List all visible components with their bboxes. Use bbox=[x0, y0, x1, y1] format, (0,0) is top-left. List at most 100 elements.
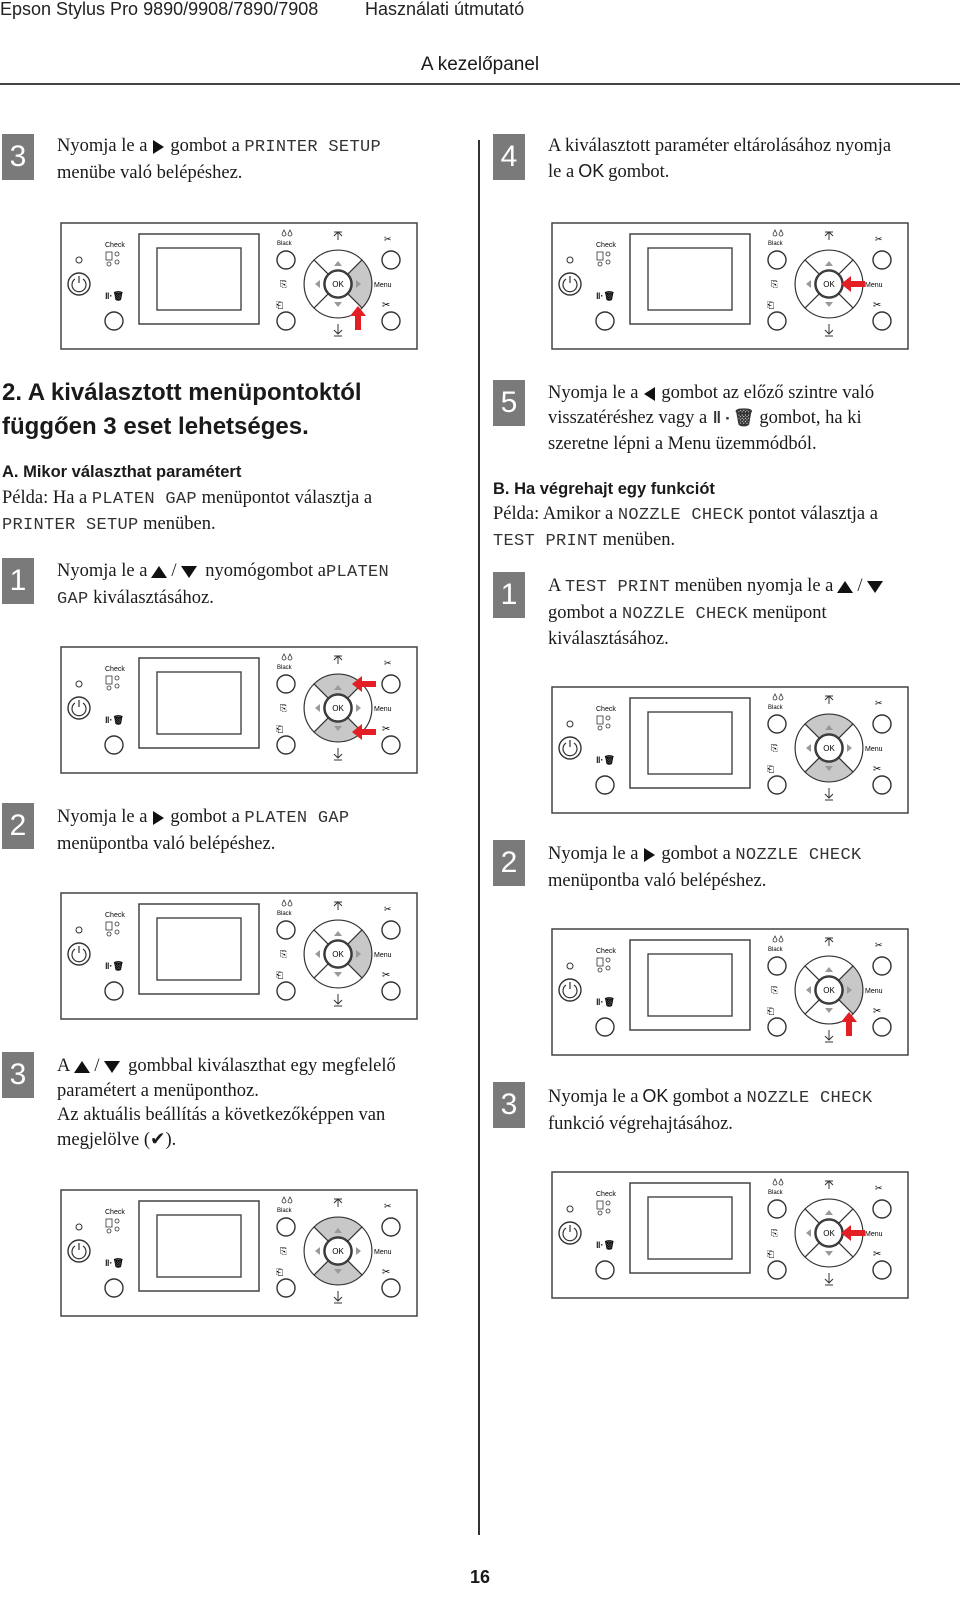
ink-drop-icon bbox=[772, 1178, 784, 1186]
pause-button bbox=[104, 735, 124, 755]
paper-source-icon: ⎘ bbox=[771, 279, 778, 289]
control-panel-figure: Check ǁ·🗑 Black ⎘ ⎗ OK Menu ✂ ✂ bbox=[60, 892, 418, 1020]
pause-reset-icon: ǁ·🗑 bbox=[105, 291, 124, 302]
arrow-up-icon bbox=[333, 1198, 343, 1207]
ink-switch-button bbox=[276, 250, 296, 270]
ink-drop-icon bbox=[281, 653, 293, 661]
paper-feed-icon: ⎗ bbox=[767, 1006, 774, 1016]
arrow-up-icon bbox=[824, 937, 834, 946]
paper-button bbox=[276, 1278, 296, 1298]
check-label: Check bbox=[596, 242, 616, 249]
arrow-right-icon bbox=[644, 847, 656, 862]
highlight-arrow-icon bbox=[841, 1012, 857, 1036]
control-panel-figure: Check ǁ·🗑 Black ⎘ ⎗ OK Menu ✂ ✂ bbox=[60, 1189, 418, 1317]
section-title: A kezelőpanel bbox=[420, 54, 540, 75]
lcd-screen bbox=[647, 711, 733, 775]
step-a1-text: Nyomja le a/ nyomógombot aPLATEN GAP kiv… bbox=[57, 561, 389, 609]
arrow-up-icon bbox=[333, 901, 343, 910]
step-badge-b3: 3 bbox=[493, 1082, 525, 1128]
heading-2: 2. A kiválasztott menüpontoktól függően … bbox=[2, 379, 362, 440]
step-badge-5: 5 bbox=[493, 380, 525, 426]
example-b: Példa: Amikor a NOZZLE CHECK pontot vála… bbox=[493, 504, 878, 551]
cut-button bbox=[381, 735, 401, 755]
arrow-up-icon bbox=[151, 565, 168, 578]
ok-label: OK bbox=[823, 280, 835, 289]
cut-button bbox=[872, 1260, 892, 1280]
paper-source-icon: ⎘ bbox=[280, 949, 287, 959]
ok-label: OK bbox=[332, 280, 344, 289]
step-badge-a1: 1 bbox=[2, 558, 34, 604]
arrow-up-icon bbox=[333, 655, 343, 664]
cut-light-button bbox=[381, 920, 401, 940]
paper-button bbox=[276, 735, 296, 755]
cut-light-button bbox=[872, 956, 892, 976]
scissors-icon: ✂ bbox=[873, 1249, 881, 1260]
arrow-down-icon bbox=[333, 1291, 343, 1304]
pause-button bbox=[595, 775, 615, 795]
check-paper-icon bbox=[105, 1218, 113, 1228]
power-light-icon bbox=[566, 256, 574, 264]
arrow-right-icon bbox=[153, 139, 165, 154]
check-paper-icon bbox=[596, 251, 604, 261]
ok-label: OK bbox=[823, 1229, 835, 1238]
step-badge-4: 4 bbox=[493, 134, 525, 180]
control-panel-figure: Check ǁ·🗑 Black ⎘ ⎗ OK Menu ✂ ✂ bbox=[551, 928, 909, 1056]
ok-button bbox=[324, 1237, 352, 1265]
check-paper-icon bbox=[105, 675, 113, 685]
cut-button bbox=[381, 1278, 401, 1298]
black-label: Black bbox=[277, 665, 293, 671]
menu-label: Menu bbox=[374, 706, 392, 713]
power-light-icon bbox=[75, 680, 83, 688]
scissors-icon: ✂ bbox=[873, 300, 881, 311]
lcd-screen bbox=[156, 247, 242, 311]
pause-reset-icon: ǁ·🗑 bbox=[105, 715, 124, 726]
check-label: Check bbox=[596, 948, 616, 955]
cut-light-button bbox=[872, 1199, 892, 1219]
scissors-icon: ✂ bbox=[873, 764, 881, 775]
ok-button bbox=[324, 694, 352, 722]
ink-switch-button bbox=[276, 920, 296, 940]
lcd-screen bbox=[647, 1196, 733, 1260]
cut-light-icon: ✂ bbox=[875, 698, 883, 708]
check-paper-icon bbox=[596, 957, 604, 967]
pause-reset-icon: ǁ·🗑 bbox=[105, 961, 124, 972]
scissors-icon: ✂ bbox=[382, 300, 390, 311]
scissors-icon: ✂ bbox=[382, 970, 390, 981]
step-badge-3: 3 bbox=[2, 134, 34, 180]
cut-light-icon: ✂ bbox=[384, 658, 392, 668]
pause-reset-icon: ǁ·🗑 bbox=[596, 291, 615, 302]
step-badge-a2: 2 bbox=[2, 803, 34, 849]
cut-button bbox=[872, 1017, 892, 1037]
control-panel-svg: Check ǁ·🗑 Black ⎘ ⎗ OK Menu ✂ ✂ bbox=[551, 222, 909, 350]
pause-button bbox=[595, 1260, 615, 1280]
power-light-icon bbox=[75, 926, 83, 934]
arrow-down-icon bbox=[103, 1060, 120, 1073]
paper-button bbox=[767, 775, 787, 795]
black-label: Black bbox=[768, 241, 784, 247]
menu-label: Menu bbox=[374, 952, 392, 959]
black-label: Black bbox=[277, 241, 293, 247]
paper-feed-icon: ⎗ bbox=[767, 1249, 774, 1259]
arrow-up-icon bbox=[837, 580, 854, 593]
paper-feed-icon: ⎗ bbox=[276, 970, 283, 980]
scissors-icon: ✂ bbox=[382, 724, 390, 735]
header-rule bbox=[0, 83, 960, 85]
menu-label: Menu bbox=[865, 988, 883, 995]
pause-button bbox=[595, 311, 615, 331]
cut-button bbox=[872, 311, 892, 331]
pause-reset-icon: ǁ·🗑 bbox=[711, 409, 755, 429]
cut-light-button bbox=[381, 674, 401, 694]
paper-button bbox=[767, 1260, 787, 1280]
lcd-screen bbox=[647, 247, 733, 311]
scissors-icon: ✂ bbox=[873, 1006, 881, 1017]
black-label: Black bbox=[277, 1208, 293, 1214]
arrow-up-icon bbox=[74, 1060, 91, 1073]
example-a: Példa: Ha a PLATEN GAP menüpontot válasz… bbox=[2, 488, 373, 535]
paper-source-icon: ⎘ bbox=[771, 1228, 778, 1238]
ok-label: OK bbox=[823, 986, 835, 995]
paper-button bbox=[767, 311, 787, 331]
ink-drop-icon bbox=[772, 229, 784, 237]
step-badge-a3: 3 bbox=[2, 1052, 34, 1098]
